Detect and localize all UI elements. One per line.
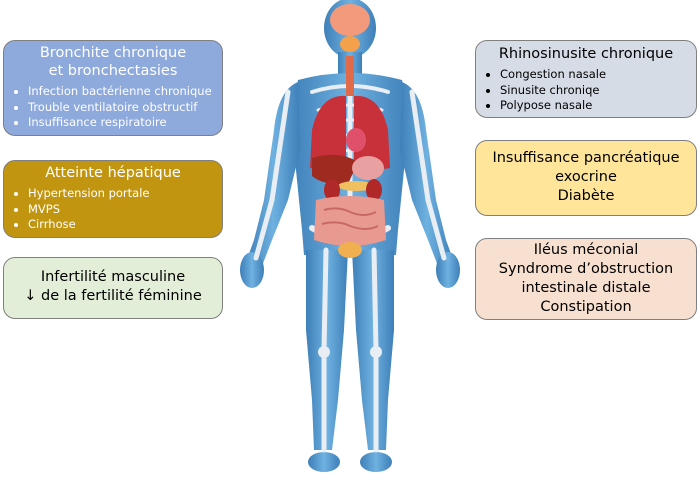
list-item: Hypertension portale (28, 186, 222, 202)
lung-left-organ (310, 95, 346, 169)
bronchite-list: Infection bactérienne chronique Trouble … (4, 84, 222, 131)
intestin-line4: Constipation (540, 299, 632, 315)
pancreas-box: Insuffisance pancréatique exocrine Diabè… (475, 140, 697, 216)
list-item: Cirrhose (28, 217, 222, 233)
rhino-box: Rhinosinusite chronique Congestion nasal… (475, 40, 697, 118)
pancreas-line3: Diabète (557, 188, 615, 204)
rhino-title: Rhinosinusite chronique (498, 46, 674, 62)
lung-right-organ (354, 95, 390, 169)
intestin-line3: intestinale distale (521, 280, 651, 296)
trachea-organ (346, 56, 354, 96)
stomach-organ (352, 156, 384, 180)
hepatique-box: Atteinte hépatique Hypertension portale … (3, 160, 223, 238)
list-item: Insuffisance respiratoire (28, 115, 222, 131)
pancreas-line2: exocrine (555, 169, 617, 185)
list-item: Sinusite chroniqe (500, 83, 696, 99)
list-item: Congestion nasale (500, 67, 696, 83)
hepatique-title: Atteinte hépatique (45, 165, 181, 181)
pancreas-organ (338, 181, 374, 191)
list-item: Trouble ventilatoire obstructif (28, 100, 222, 116)
bronchite-box: Bronchite chronique et bronchectasies In… (3, 40, 223, 136)
fertilite-box: Infertilité masculine ↓ de la fertilité … (3, 257, 223, 319)
kidney-left-organ (324, 179, 340, 201)
kidney-right-organ (366, 179, 382, 201)
list-item: MVPS (28, 202, 222, 218)
bladder-organ (338, 242, 362, 258)
human-body-illustration (240, 0, 460, 472)
list-item: Infection bactérienne chronique (28, 84, 222, 100)
intestin-line1: Iléus méconial (533, 242, 639, 258)
sinus-organ (340, 36, 360, 52)
bronchite-title: Bronchite chronique et bronchectasies (39, 45, 187, 79)
liver-organ (312, 154, 358, 185)
intestin-box: Iléus méconial Syndrome d’obstruction in… (475, 238, 697, 320)
heart-organ (346, 128, 366, 152)
brain-organ (330, 4, 370, 36)
intestin-line2: Syndrome d’obstruction (498, 261, 674, 277)
list-item: Polypose nasale (500, 98, 696, 114)
fertilite-line1: Infertilité masculine (40, 269, 186, 285)
pancreas-line1: Insuffisance pancréatique (492, 150, 680, 166)
fertilite-line2: ↓ de la fertilité féminine (24, 288, 202, 304)
hepatique-list: Hypertension portale MVPS Cirrhose (4, 186, 222, 233)
rhino-list: Congestion nasale Sinusite chroniqe Poly… (476, 67, 696, 114)
intestines-organ (314, 196, 386, 246)
